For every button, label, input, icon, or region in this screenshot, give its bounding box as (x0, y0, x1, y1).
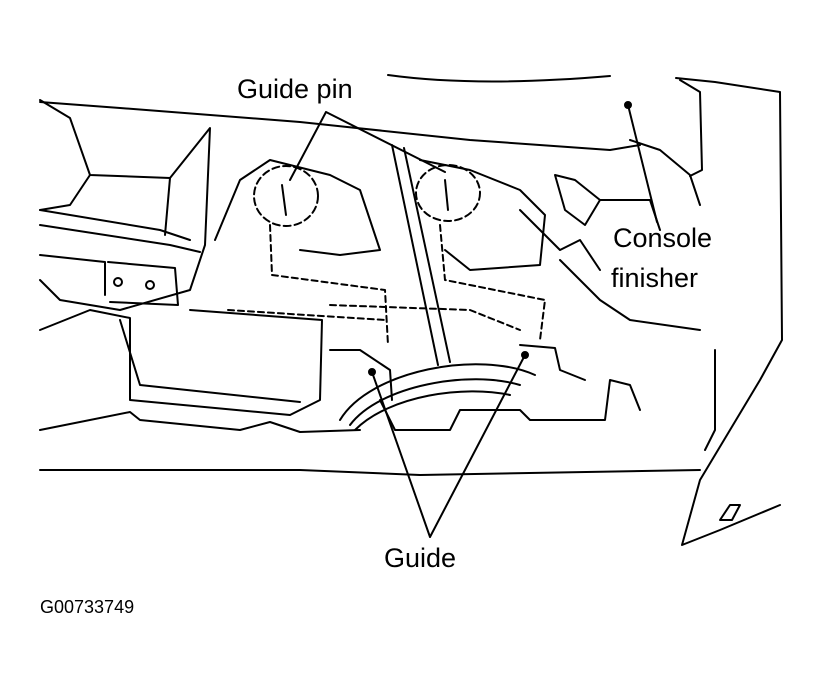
guide-pin-label: Guide pin (237, 74, 353, 104)
guide-pin-circle-left (253, 165, 319, 227)
console-finisher-label-line1: Console (613, 223, 713, 253)
left-housing (39, 99, 211, 311)
dashed-guide-lines (269, 224, 389, 346)
console-top-edge (387, 74, 611, 83)
console-finisher-leader (627, 104, 658, 223)
console-finisher-label-line2: finisher (611, 263, 699, 293)
guide-leader (371, 354, 526, 538)
lower-tray (39, 309, 323, 416)
guide-ring (339, 363, 536, 421)
guide-pin-leader (289, 111, 446, 181)
mechanism (214, 159, 381, 256)
guide-label: Guide (384, 543, 457, 573)
guide-pin-circle-right (415, 164, 481, 222)
figure-code: G00733749 (40, 597, 135, 617)
right-panel (675, 77, 783, 546)
shift-rod (391, 144, 439, 366)
